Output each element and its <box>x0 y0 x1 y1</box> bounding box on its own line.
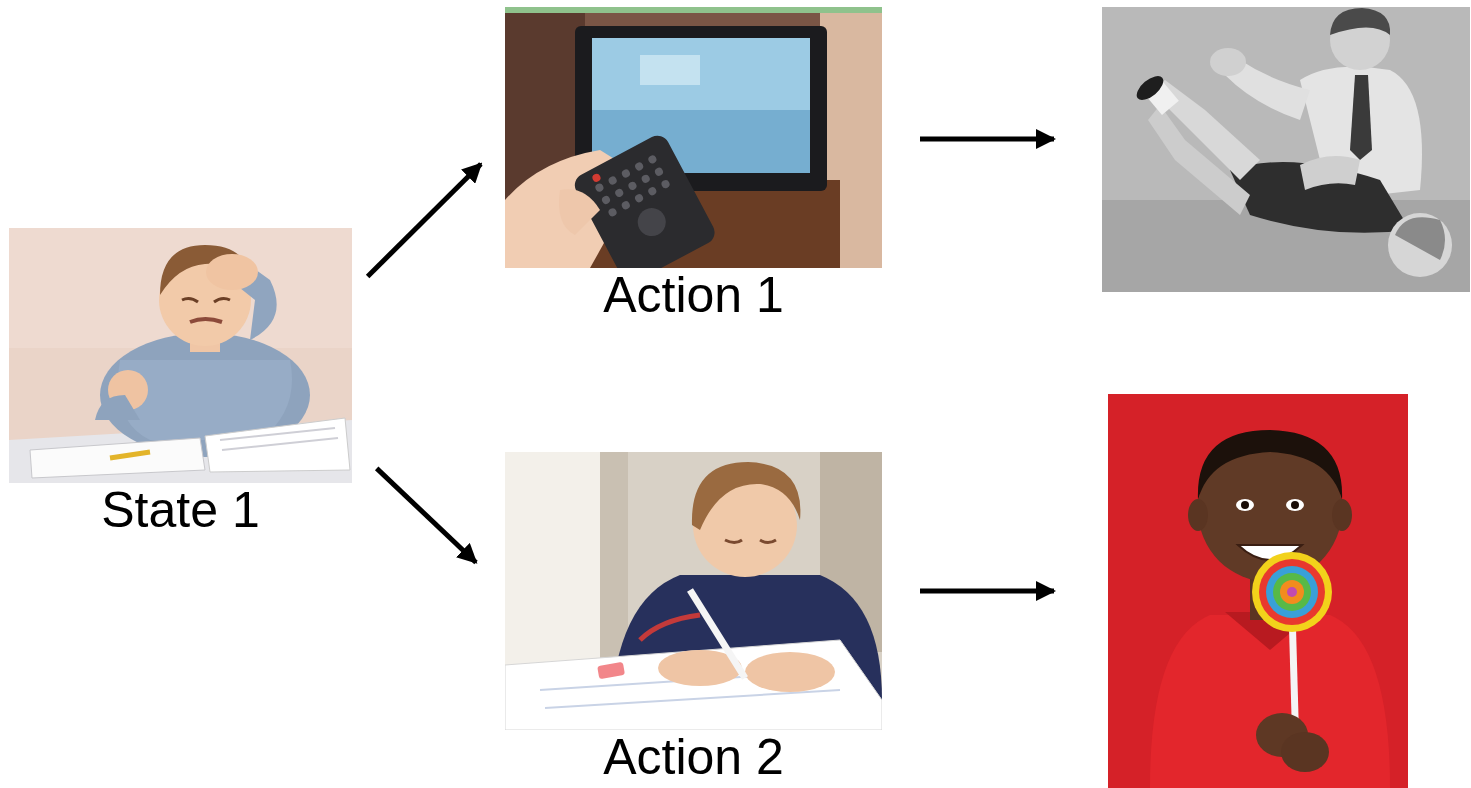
tv-remote-photo-part <box>633 203 671 241</box>
photo-caption: Action 2 <box>505 730 882 784</box>
photo-panel: Action 1 <box>505 7 882 322</box>
lollipop-boy-photo-part <box>1259 559 1325 625</box>
tv-remote-photo-part <box>640 55 700 85</box>
tv-remote-photo-part <box>620 200 631 211</box>
lollipop-boy-photo-part <box>1281 732 1329 772</box>
frustrated-boy-photo-part <box>182 298 198 302</box>
flow-arrow <box>368 164 481 277</box>
tv-remote-photo-part <box>505 7 882 13</box>
spanking-photo-part <box>1300 156 1360 190</box>
spanking-photo-part <box>1133 72 1168 105</box>
lollipop-boy-photo <box>1108 394 1408 788</box>
tv-remote-photo <box>505 7 882 268</box>
tv-remote-photo-part <box>647 186 658 197</box>
tv-remote-photo-part <box>660 179 671 190</box>
tv-remote-photo-part <box>640 173 651 184</box>
frustrated-boy-photo-part <box>220 428 335 440</box>
outcome-arrow <box>920 589 1054 594</box>
spanking-photo-part <box>1350 75 1372 160</box>
tv-remote-photo-part <box>601 195 612 206</box>
lollipop-boy-photo-part <box>1241 501 1249 509</box>
frustrated-boy-photo-part <box>9 228 352 483</box>
boy-writing-photo-part <box>545 690 840 708</box>
lollipop-boy-photo-part <box>1280 580 1304 604</box>
photo-panel: Action 2 <box>505 452 882 784</box>
photo-caption: Action 1 <box>505 268 882 322</box>
frustrated-boy-photo-part <box>222 438 338 450</box>
lollipop-boy-photo-part <box>1188 499 1208 531</box>
boy-writing-photo-part <box>597 662 625 679</box>
tv-remote-photo-part <box>607 175 618 186</box>
tv-remote-photo-part <box>594 154 671 218</box>
spanking-photo-part <box>1148 105 1250 215</box>
boy-writing-photo-part <box>640 615 700 640</box>
spanking-photo-part <box>1102 7 1470 292</box>
spanking-photo <box>1102 7 1470 292</box>
tv-remote-photo-part <box>571 131 719 268</box>
flow-arrow <box>377 468 476 562</box>
photo-space <box>9 228 352 483</box>
spanking-photo-part <box>1395 217 1445 260</box>
photo-panel: State 1 <box>9 228 352 537</box>
lollipop-boy-photo-part <box>1108 394 1408 788</box>
lollipop-boy-photo-part <box>1236 499 1254 511</box>
tv-remote-photo-part <box>571 131 719 268</box>
frustrated-boy-photo-part <box>190 319 222 322</box>
spanking-photo-part <box>1210 48 1246 76</box>
lollipop-boy-photo-part <box>1252 552 1332 632</box>
boy-writing-photo-part <box>692 462 800 530</box>
tv-remote-photo-part <box>614 188 625 199</box>
tv-remote-photo-part <box>559 189 600 235</box>
frustrated-boy-photo-part <box>110 452 150 458</box>
boy-writing-photo-part <box>505 640 882 730</box>
tv-remote-photo-part <box>594 182 605 193</box>
tv-remote-photo-part <box>627 180 638 191</box>
tv-remote-photo-part <box>607 207 618 218</box>
boy-writing-photo <box>505 452 882 730</box>
tv-remote-photo-part <box>621 168 632 179</box>
photo-space <box>505 452 882 730</box>
frustrated-boy-photo-part <box>205 418 350 472</box>
lollipop-boy-photo-part <box>1287 587 1297 597</box>
lollipop-boy-photo-part <box>1266 566 1318 618</box>
boy-writing-photo-part <box>690 590 745 678</box>
frustrated-boy-photo <box>9 228 352 483</box>
boy-writing-photo-part <box>505 452 882 730</box>
frustrated-boy-photo-part <box>206 254 258 290</box>
tv-remote-photo-part <box>634 161 645 172</box>
outcome-arrow <box>920 137 1054 142</box>
tv-remote-photo-part <box>634 193 645 204</box>
tv-remote-photo-part <box>654 166 665 177</box>
lollipop-boy-photo-part <box>1332 499 1352 531</box>
frustrated-boy-photo-part <box>214 298 230 302</box>
frustrated-boy-photo-part <box>30 438 205 478</box>
boy-writing-photo-part <box>760 540 776 543</box>
spanking-photo-part <box>1388 213 1452 277</box>
photo-space <box>505 7 882 268</box>
photo-caption: State 1 <box>9 483 352 537</box>
boy-writing-photo-part <box>745 652 835 692</box>
lollipop-boy-photo-part <box>1291 501 1299 509</box>
lollipop-boy-photo-part <box>1286 499 1304 511</box>
lollipop-boy-photo-part <box>1273 573 1311 611</box>
frustrated-boy-photo-part <box>95 395 140 420</box>
tv-remote-photo-part <box>647 154 658 165</box>
frustrated-boy-photo-part <box>9 228 352 348</box>
tv-remote-photo-part <box>591 172 602 183</box>
spanking-photo-part <box>1330 8 1390 35</box>
lollipop-boy-photo-part <box>1198 430 1342 500</box>
boy-writing-photo-part <box>725 540 742 543</box>
